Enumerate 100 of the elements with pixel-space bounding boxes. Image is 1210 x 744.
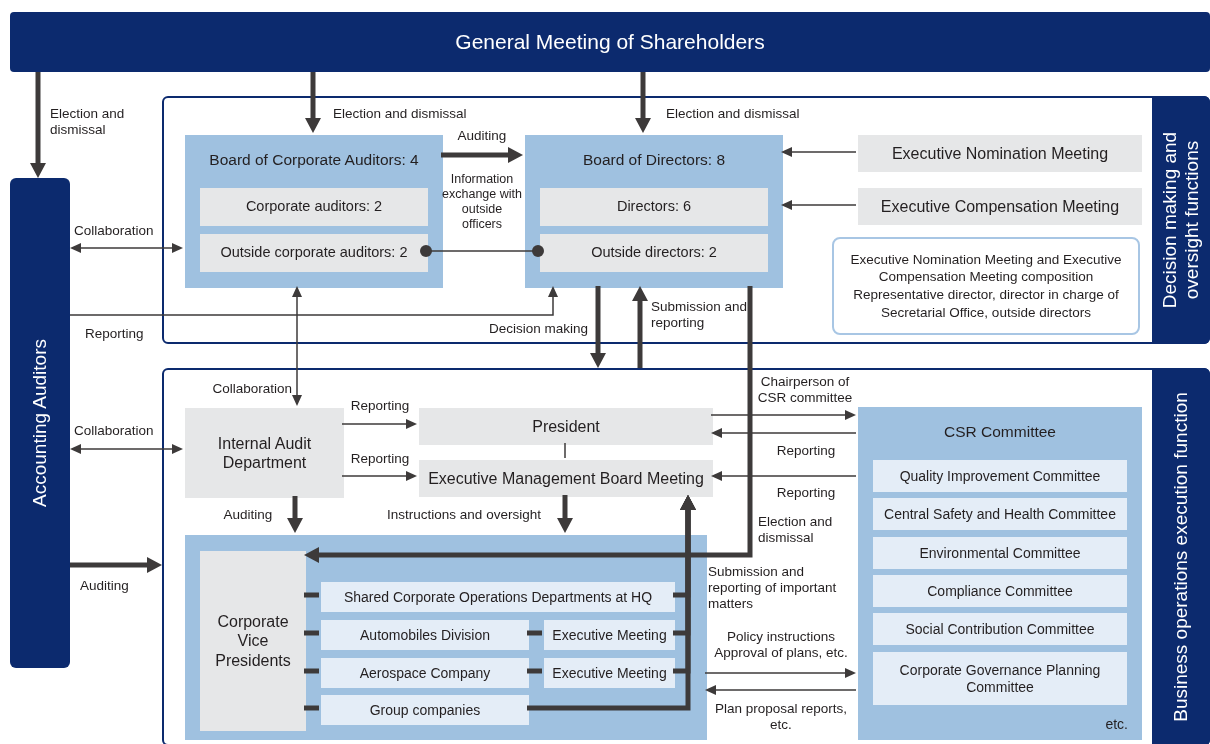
edge-label: Collaboration: [211, 381, 292, 398]
edge-label: Election and dismissal: [333, 106, 468, 123]
edge-label: Decision making: [487, 321, 588, 338]
org-box: [200, 234, 428, 272]
arrow: [635, 72, 651, 133]
org-box: [540, 188, 768, 226]
edge-label: Collaboration: [74, 423, 155, 440]
connector-line: [304, 668, 319, 674]
connector-line: [304, 705, 319, 711]
section-title: Business operations execution function: [1170, 391, 1192, 724]
header-bar: [10, 12, 1210, 72]
edge-label: Collaboration: [74, 223, 155, 240]
note-box: [832, 237, 1140, 335]
connector-line: [304, 592, 319, 598]
arrow: [781, 147, 857, 157]
edge-label: Reporting: [85, 326, 145, 343]
edge-label: Election and dismissal: [50, 106, 126, 139]
edge-label: Submission and reporting of important matters: [708, 564, 838, 613]
arrow: [527, 495, 696, 711]
panel-note: etc.: [1105, 716, 1128, 732]
edge-label: Election and dismissal: [758, 514, 834, 547]
arrow: [30, 72, 46, 178]
box-label: Compliance Committee: [926, 582, 1074, 600]
box-label: Central Safety and Health Committee: [883, 505, 1117, 523]
box-label: Corporate Vice Presidents: [214, 612, 292, 670]
box-label: Automobiles Division: [359, 626, 491, 644]
org-box: [858, 188, 1142, 225]
edge-label: Auditing: [80, 578, 130, 595]
box-label: Corporate Governance Planning Committee: [898, 661, 1102, 696]
arrow: [711, 471, 857, 481]
arrow: [292, 286, 302, 406]
box-label: Outside directors: 2: [590, 244, 718, 262]
box-label: Environmental Committee: [918, 544, 1082, 562]
arrow: [704, 668, 856, 678]
org-box: [419, 460, 713, 497]
box-label: Executive Meeting: [551, 626, 668, 644]
section-frame: [162, 368, 1210, 744]
box-label: Executive Nomination Meeting: [890, 143, 1110, 164]
box-label: Shared Corporate Operations Departments at HQ: [342, 588, 654, 606]
section-title: Decision making and oversight functions: [1159, 130, 1203, 311]
edge-label: Auditing: [456, 128, 508, 145]
box-title: Accounting Auditors: [29, 338, 51, 509]
org-box: [540, 234, 768, 272]
box-label: Corporate auditors: 2: [244, 198, 384, 216]
edge-label: Chairperson of CSR committee: [756, 374, 854, 407]
arrow: [70, 444, 183, 454]
note-text: Representative director, director in charge of Secretarial Office, outside directors: [852, 286, 1120, 322]
box-label: Aerospace Company: [358, 664, 492, 682]
side-box: [10, 178, 70, 668]
box-label: Executive Management Board Meeting: [427, 468, 705, 489]
arrow: [705, 685, 857, 695]
connector-line: [527, 668, 542, 674]
arrow: [304, 286, 753, 563]
arrow: [341, 419, 417, 429]
header-text: General Meeting of Shareholders: [454, 29, 766, 55]
arrow: [69, 286, 558, 316]
arrow: [305, 72, 321, 133]
arrow: [287, 496, 303, 533]
org-box: [873, 498, 1127, 530]
connector-line: [564, 442, 566, 459]
arrow: [557, 495, 573, 533]
connector-line: [304, 630, 319, 636]
box-label: Social Contribution Committee: [904, 620, 1096, 638]
note-text: Executive Nomination Meeting and Executive Compensation Meeting composition: [849, 250, 1123, 286]
edge-label: Reporting: [349, 451, 411, 468]
group-panel: [185, 535, 707, 740]
edge-label: Reporting: [349, 398, 411, 415]
box-label: Directors: 6: [615, 198, 693, 216]
org-box: [419, 408, 713, 445]
arrow: [441, 147, 523, 163]
arrow: [711, 428, 857, 438]
edge-label: Policy instructions Approval of plans, etc.: [713, 629, 849, 662]
edge-label: Submission and reporting: [651, 299, 749, 332]
org-box: [321, 620, 529, 650]
edge-label: Reporting: [775, 443, 837, 460]
dot-connector: [420, 245, 544, 257]
box-label: Executive Compensation Meeting: [879, 196, 1121, 217]
arrow: [70, 243, 183, 253]
arrow: [781, 200, 857, 210]
org-box: [185, 408, 344, 498]
arrow: [590, 286, 606, 368]
group-panel: [185, 135, 443, 288]
org-box: [321, 658, 529, 688]
org-box: [873, 613, 1127, 645]
box-label: Executive Meeting: [551, 664, 668, 682]
box-label: Outside corporate auditors: 2: [219, 244, 409, 262]
org-box: [873, 575, 1127, 607]
group-panel: [525, 135, 783, 288]
box-label: President: [531, 416, 601, 437]
group-panel: [858, 407, 1142, 740]
edge-label: Election and dismissal: [666, 106, 801, 123]
arrow: [710, 410, 856, 420]
box-label: Quality Improvement Committee: [898, 467, 1102, 485]
edge-label: Reporting: [775, 485, 837, 502]
org-box: [873, 460, 1127, 492]
org-box: [200, 551, 306, 731]
org-box: [321, 695, 529, 725]
org-box: [200, 188, 428, 226]
box-label: Internal Audit Department: [216, 433, 313, 473]
edge-label: Information exchange with outside officers: [441, 172, 523, 232]
